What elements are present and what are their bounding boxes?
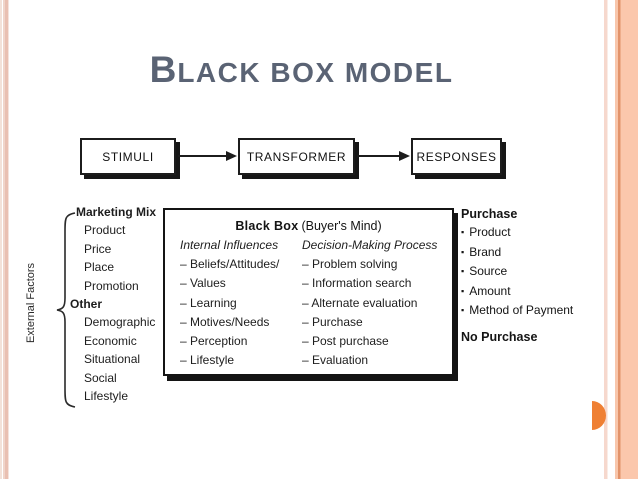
- black-box-title: Black Box: [235, 219, 299, 233]
- list-item-label: Amount: [469, 283, 511, 298]
- responses-box: RESPONSES: [411, 138, 502, 175]
- list-item: ▪ Amount: [461, 282, 591, 302]
- list-item: – Evaluation: [302, 353, 369, 368]
- list-item: – Post purchase: [302, 334, 389, 349]
- title-first-letter: B: [149, 49, 178, 90]
- transformer-box: TRANSFORMER: [238, 138, 355, 175]
- external-factors-label: External Factors: [25, 262, 37, 344]
- black-box-panel: Black Box(Buyer's Mind) Internal Influen…: [163, 208, 454, 376]
- list-item: – Problem solving: [302, 257, 398, 271]
- right-border-decoration: [603, 0, 638, 479]
- list-item-label: Product: [469, 225, 511, 239]
- responses-panel: Purchase ▪ Product ▪ Brand ▪ Source ▪ Amount…: [461, 205, 591, 346]
- list-item-label: Brand: [469, 244, 502, 259]
- list-item: – Alternate evaluation: [302, 295, 418, 310]
- internal-influences-list: – Beliefs/Attitudes/ – Values – Learning…: [180, 255, 302, 371]
- list-item: – Beliefs/Attitudes/: [180, 257, 280, 271]
- arrow-right-icon: [178, 151, 237, 161]
- stimuli-box: STIMULI: [80, 138, 176, 175]
- square-bullet-icon: ▪: [461, 266, 465, 276]
- list-item: Other: [70, 297, 103, 312]
- black-box-header: Black Box(Buyer's Mind): [165, 219, 452, 233]
- external-factors-list: Marketing Mix Product Price Place Promot…: [70, 203, 169, 405]
- list-item: Promotion: [84, 278, 139, 293]
- black-box-subtitle: (Buyer's Mind): [301, 219, 382, 233]
- transformer-label: TRANSFORMER: [246, 149, 347, 164]
- list-item: Price: [84, 241, 112, 256]
- stimuli-label: STIMULI: [102, 149, 154, 164]
- square-bullet-icon: ▪: [461, 305, 465, 315]
- list-item: – Learning: [180, 295, 237, 310]
- decision-making-list: – Problem solving – Information search –…: [302, 255, 442, 371]
- square-bullet-icon: ▪: [461, 246, 465, 257]
- internal-influences-column: Internal Influences – Beliefs/Attitudes/…: [180, 236, 302, 371]
- list-item: – Purchase: [302, 314, 363, 329]
- left-border-decoration: [0, 0, 11, 479]
- list-item: – Lifestyle: [180, 353, 235, 368]
- list-item: Product: [84, 223, 126, 238]
- column-header: Decision-Making Process: [302, 238, 438, 252]
- list-item: ▪ Product: [461, 223, 591, 243]
- list-item: Economic: [84, 333, 137, 348]
- list-item: Social: [84, 370, 117, 385]
- purchase-header: Purchase: [461, 207, 518, 221]
- square-bullet-icon: ▪: [461, 227, 465, 237]
- page-title: BLACK BOX MODEL: [0, 47, 603, 93]
- list-item-label: Source: [469, 264, 508, 278]
- responses-label: RESPONSES: [416, 149, 497, 164]
- purchase-list: ▪ Product ▪ Brand ▪ Source ▪ Amount ▪ Method …: [461, 223, 591, 321]
- list-item: Marketing Mix: [76, 205, 157, 219]
- list-item: – Information search: [302, 276, 412, 291]
- column-header: Internal Influences: [180, 238, 279, 252]
- arrow-right-icon: [357, 151, 410, 161]
- decision-making-column: Decision-Making Process – Problem solvin…: [302, 236, 442, 371]
- list-item: Situational: [84, 352, 141, 367]
- curly-brace-icon: [56, 212, 76, 408]
- list-item-label: Method of Payment: [469, 303, 574, 317]
- list-item: – Perception: [180, 334, 248, 349]
- list-item: ▪ Method of Payment: [461, 301, 591, 321]
- list-item: – Motives/Needs: [180, 314, 270, 329]
- no-purchase-header: No Purchase: [461, 329, 538, 344]
- list-item: ▪ Brand: [461, 243, 591, 263]
- square-bullet-icon: ▪: [461, 285, 465, 296]
- list-item: Lifestyle: [84, 389, 129, 404]
- orange-semicircle-icon: [592, 401, 606, 430]
- title-rest: LACK BOX MODEL: [177, 57, 454, 88]
- list-item: – Values: [180, 276, 226, 291]
- list-item: ▪ Source: [461, 262, 591, 282]
- list-item: Place: [84, 260, 115, 275]
- list-item: Demographic: [84, 315, 156, 330]
